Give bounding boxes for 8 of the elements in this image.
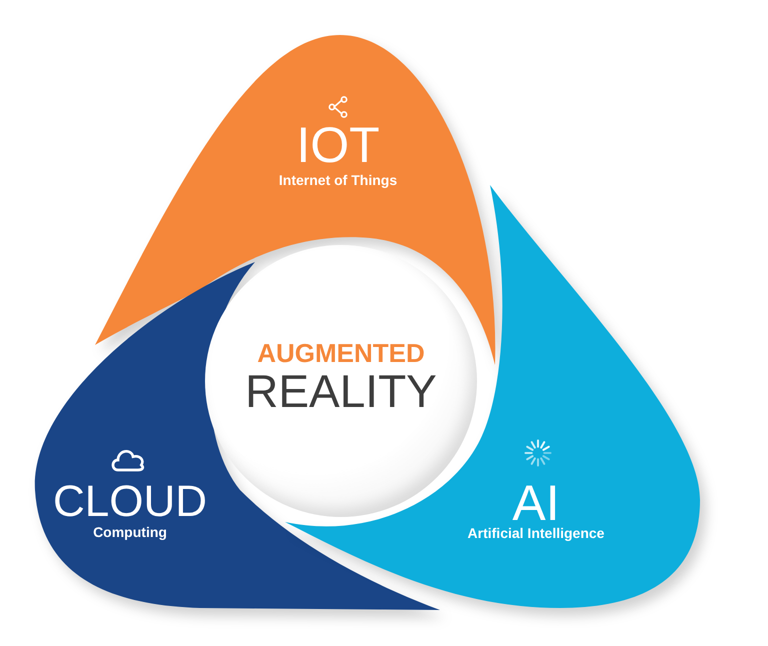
subtitle-text: REALITY <box>245 368 437 414</box>
subtitle-text: Internet of Things <box>278 173 398 187</box>
subtitle-text: Artificial Intelligence <box>468 526 604 540</box>
title-text: CLOUD <box>52 480 208 524</box>
title-text: AUGMENTED <box>257 340 425 366</box>
title-text: AI <box>512 478 560 528</box>
subtitle-text: Computing <box>93 525 167 539</box>
title-text: IOT <box>296 120 380 170</box>
